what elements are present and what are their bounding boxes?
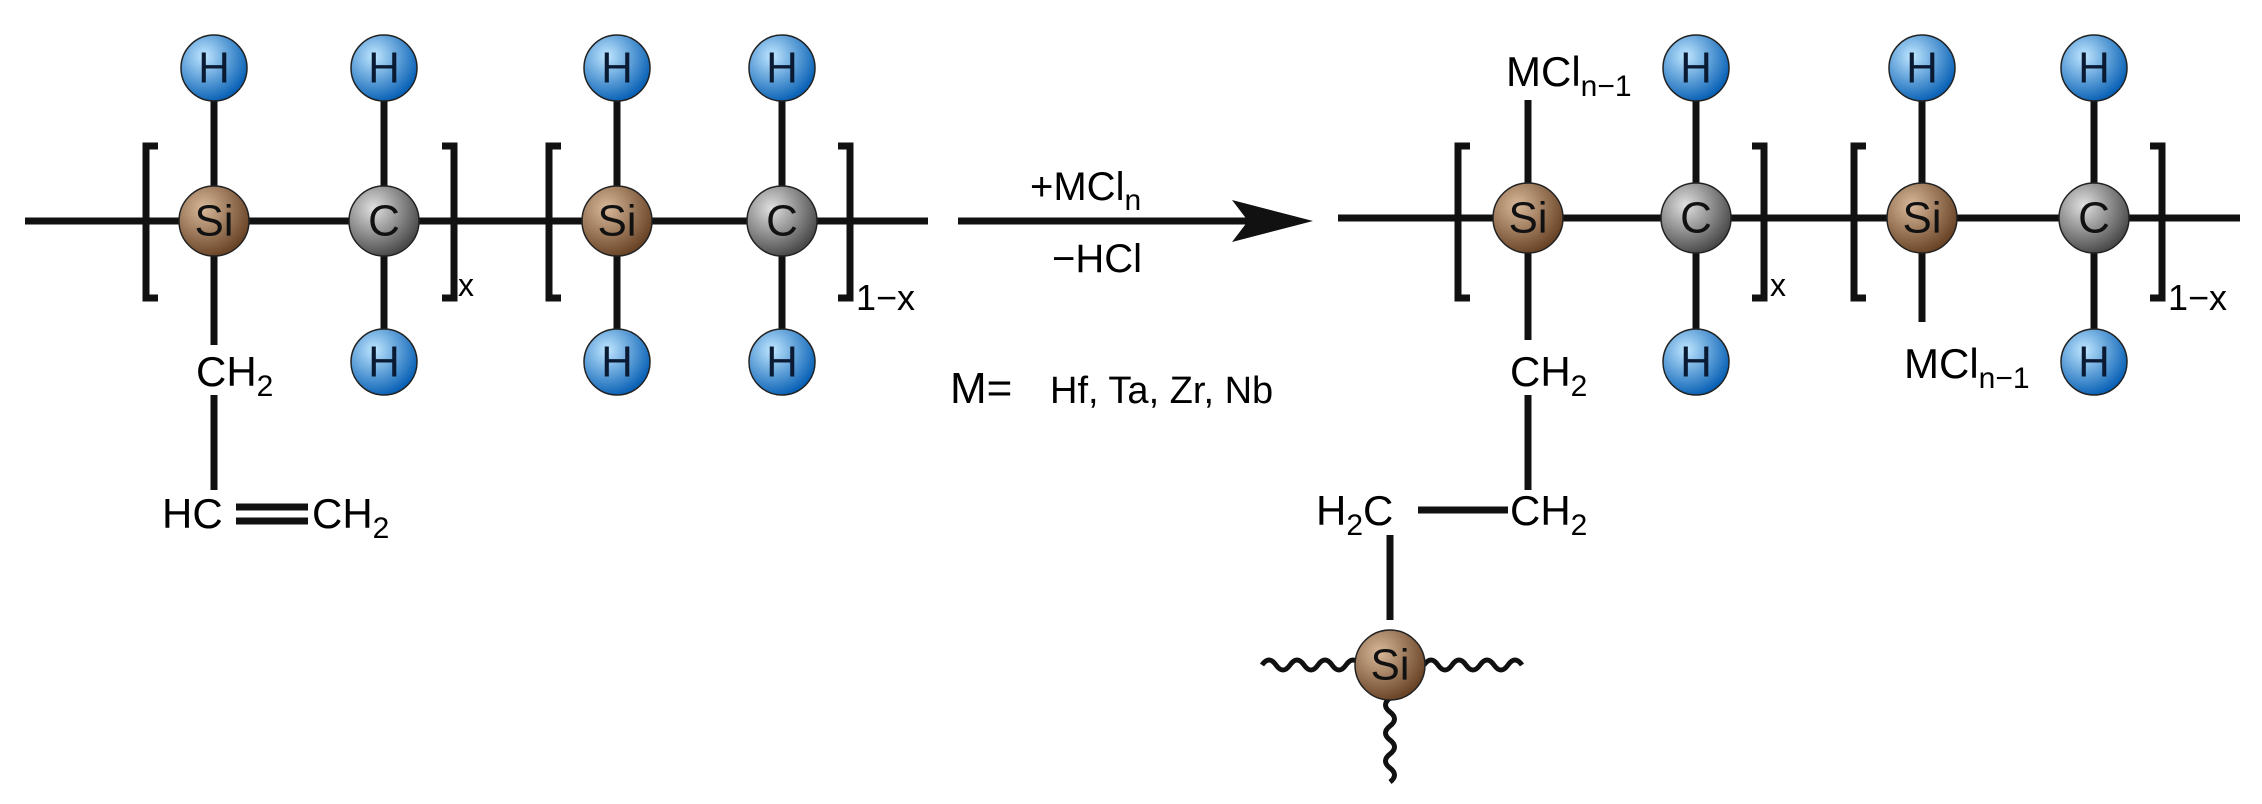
- product-atoms: [1354, 34, 2130, 701]
- metals-list: Hf, Ta, Zr, Nb: [1050, 370, 1273, 412]
- c-atom: [2058, 182, 2130, 254]
- h-atom-label: H: [198, 44, 230, 93]
- c-atom-label: C: [766, 197, 798, 246]
- c-atom: [746, 185, 818, 257]
- bracket-open: [1850, 142, 1866, 302]
- h-atom: [748, 328, 816, 396]
- reactant-text: x 1−x CH2 HC CH2: [162, 267, 915, 545]
- bracket-open: [1454, 142, 1470, 302]
- h-atom-label: H: [601, 44, 633, 93]
- mcl-top-group: MCln−1: [1506, 48, 1632, 103]
- ch2-lower-group: CH2: [1510, 487, 1587, 542]
- ch2-upper-group: CH2: [1510, 348, 1587, 403]
- si-atom: [1886, 182, 1958, 254]
- subscript-1-x: 1−x: [856, 277, 915, 318]
- h-atom-label: H: [1906, 44, 1938, 93]
- reaction-arrow: +MCln −HCl M= Hf, Ta, Zr, Nb: [950, 165, 1313, 413]
- reactant-atom-labels: Si C Si C H H H H H H H: [194, 44, 797, 387]
- bracket-open: [142, 142, 158, 302]
- subscript-x: x: [1770, 267, 1786, 303]
- subscript-1-x: 1−x: [2168, 277, 2227, 318]
- reactant-polymer: [25, 70, 928, 525]
- h-atom: [180, 34, 248, 102]
- si-atom: [178, 185, 250, 257]
- si-atom-label: Si: [194, 197, 233, 246]
- h-atom-label: H: [766, 338, 798, 387]
- wavy-bond-right: [1421, 657, 1525, 673]
- vinyl-hc: HC: [162, 490, 223, 537]
- bracket-close: [2150, 142, 2166, 302]
- ch2-group: CH2: [196, 348, 273, 403]
- metals-prefix: M=: [950, 364, 1012, 413]
- product-text: MCln−1 MCln−1 x 1−x CH2 H2C CH2: [1316, 48, 2227, 542]
- h-atom: [1662, 328, 1730, 396]
- c-atom-label: C: [2078, 194, 2110, 243]
- h-atom-label: H: [2078, 44, 2110, 93]
- bracket-close: [442, 142, 458, 302]
- h-atom: [1888, 34, 1956, 102]
- c-atom-label: C: [1680, 194, 1712, 243]
- si-atom: [1492, 182, 1564, 254]
- h-atom: [2060, 34, 2128, 102]
- bracket-close: [1752, 142, 1768, 302]
- si-atom-label: Si: [1902, 194, 1941, 243]
- bracket-close: [838, 142, 854, 302]
- h-atom-label: H: [601, 338, 633, 387]
- h-atom: [2060, 328, 2128, 396]
- vinyl-ch2: CH2: [312, 490, 389, 545]
- subscript-x: x: [458, 267, 474, 303]
- si-atom: [1354, 629, 1426, 701]
- arrow-head: [1232, 200, 1313, 242]
- h-atom-label: H: [1680, 44, 1712, 93]
- si-atom: [581, 185, 653, 257]
- mcl-bottom-group: MCln−1: [1904, 340, 2030, 395]
- h-atom-label: H: [766, 44, 798, 93]
- si-atom-label: Si: [1508, 194, 1547, 243]
- bracket-open: [545, 142, 561, 302]
- h-atom: [1662, 34, 1730, 102]
- product-atom-labels: Si C Si C H H H H H Si: [1370, 44, 2109, 690]
- reagent-label: +MCln: [1030, 165, 1141, 217]
- h-atom: [583, 34, 651, 102]
- h2c-group: H2C: [1316, 487, 1393, 542]
- h-atom-label: H: [1680, 338, 1712, 387]
- c-atom: [348, 185, 420, 257]
- h-atom-label: H: [368, 338, 400, 387]
- h-atom: [350, 34, 418, 102]
- h-atom-label: H: [2078, 338, 2110, 387]
- wavy-bond-left: [1259, 657, 1363, 673]
- h-atom: [748, 34, 816, 102]
- c-atom: [1660, 182, 1732, 254]
- h-atom-label: H: [368, 44, 400, 93]
- si-atom-label: Si: [597, 197, 636, 246]
- byproduct-label: −HCl: [1052, 237, 1142, 281]
- c-atom-label: C: [368, 197, 400, 246]
- reactant-atoms: [178, 34, 818, 396]
- h-atom: [350, 328, 418, 396]
- si-atom-label: Si: [1370, 641, 1409, 690]
- wavy-bond-down: [1383, 696, 1397, 784]
- h-atom: [583, 328, 651, 396]
